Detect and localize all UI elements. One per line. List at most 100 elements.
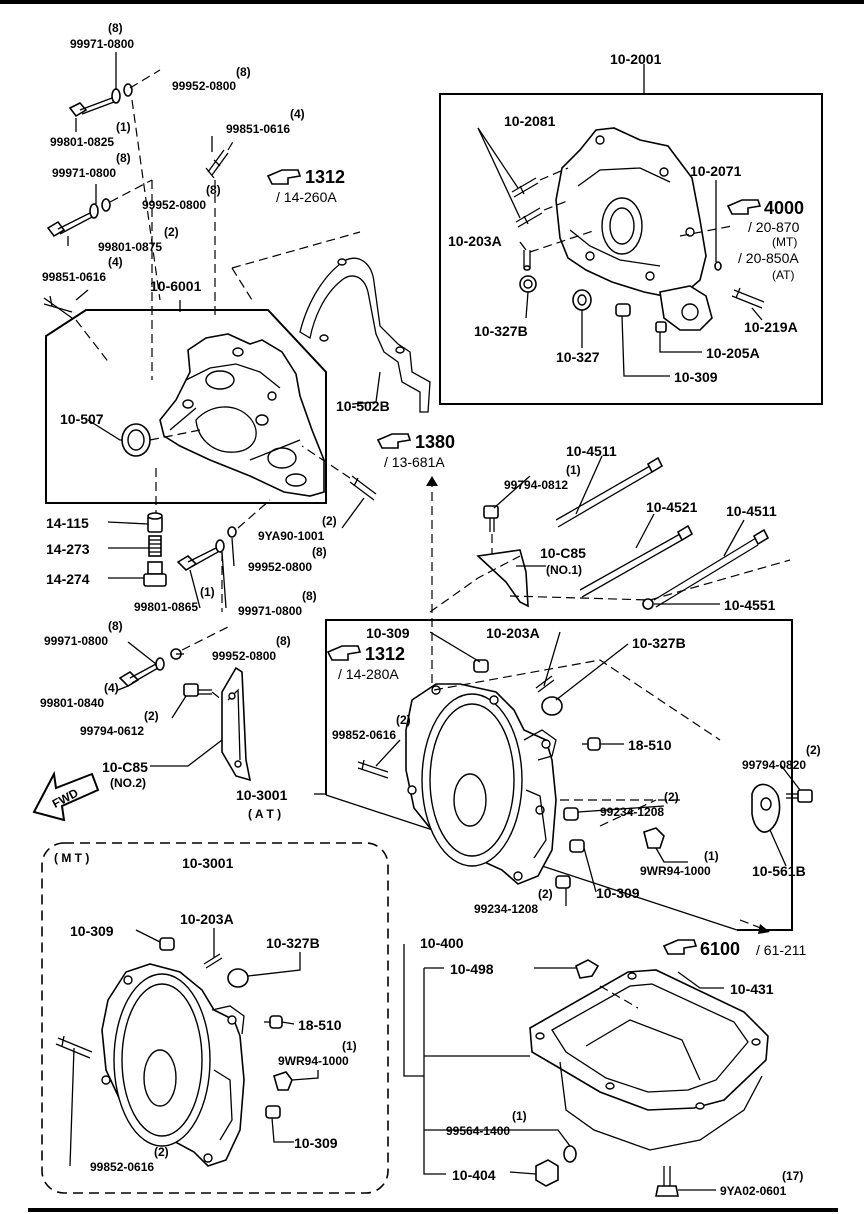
part-number-label: 10-502B: [336, 398, 390, 414]
qty-label: (4): [290, 107, 305, 121]
hand-pointer-icon: [326, 645, 362, 661]
part-number-label: 99952-0800: [212, 649, 276, 663]
part-number-label: 10-203A: [180, 911, 234, 927]
front-cover-10-6001: [159, 333, 325, 497]
part-number-label: 99971-0800: [238, 604, 302, 618]
qty-label: (2): [538, 887, 553, 901]
part-number-label: 99794-0612: [80, 724, 144, 738]
ref-1312-b: 1312 / 14-280A: [326, 644, 405, 682]
qty-label: (2): [164, 225, 179, 239]
leader-lines: [67, 52, 801, 1191]
ref-6100-num: 6100: [700, 939, 740, 959]
qty-label: (1): [200, 585, 215, 599]
valve-18-510-b: [264, 1015, 283, 1029]
ref-6100-sub: / 61-211: [756, 942, 807, 958]
part-number-label: 10-4521: [646, 499, 698, 515]
part-number-label: 10-561B: [752, 863, 806, 879]
stud-9YA90-1001: [349, 475, 377, 501]
washer-10-4551: [642, 598, 654, 610]
part-number-label: 10-4551: [724, 597, 776, 613]
part-number-label: 10-203A: [486, 625, 540, 641]
part-number-label: 10-2081: [504, 113, 556, 129]
dash-top-2: [131, 99, 161, 301]
part-number-label: 10-205A: [706, 345, 760, 361]
part-number-label: 10-327B: [474, 323, 528, 339]
qty-label: (2): [322, 514, 337, 528]
front-housing-at-box: [325, 619, 793, 931]
gasket-hole-2: [395, 346, 405, 354]
part-number-label: (NO.2): [110, 776, 146, 790]
ref-4000-sub1: / 20-870: [748, 219, 800, 235]
bolt-99801-0825: [68, 97, 115, 118]
part-number-label: 10-309: [294, 1135, 338, 1151]
qty-label: (8): [312, 545, 327, 559]
bolt-99801-0840: [118, 663, 159, 688]
part-number-label: 99851-0616: [226, 122, 290, 136]
ref-1312-a-sub: / 14-260A: [276, 189, 337, 205]
part-labels: (8) 99971-0800 (8) 99952-0800 (1) 99801-…: [40, 21, 821, 1198]
dowel-10-309-c: [569, 839, 585, 853]
bushing-10-327-a: [572, 289, 592, 311]
plunger-14-115: [147, 512, 163, 533]
part-number-label: 14-115: [46, 515, 89, 531]
bushing-10-327B-a: [519, 275, 537, 293]
dash-9ya90: [301, 445, 351, 479]
part-number-label: 10-498: [450, 961, 494, 977]
part-number-label: 9YA02-0601: [720, 1184, 787, 1198]
front-cover-box: [45, 309, 327, 504]
qty-label: (4): [104, 681, 119, 695]
part-number-label: 10-6001: [150, 278, 202, 294]
qty-label: (1): [704, 849, 719, 863]
tension-bolt-10-4521: [579, 524, 694, 598]
part-number-label: 99801-0865: [134, 600, 198, 614]
part-number-label: 99851-0616: [42, 270, 106, 284]
dash-c85-2: [211, 691, 223, 701]
cover-10-C85-no2: [221, 666, 252, 782]
ref-1312-b-sub: / 14-280A: [338, 666, 399, 682]
spring-14-273: [148, 535, 162, 557]
part-number-label: 99801-0875: [98, 240, 162, 254]
washer-99564-1400: [563, 1145, 577, 1163]
qty-label: (4): [108, 255, 123, 269]
part-number-label: 99801-0840: [40, 696, 104, 710]
ref-1312-a-num: 1312: [305, 167, 345, 187]
qty-label: (8): [108, 21, 123, 35]
dash-top-1: [129, 69, 161, 89]
dowel-10-203A-b: [535, 675, 555, 693]
dash-at-1: [433, 659, 721, 741]
qty-label: (1): [342, 1039, 357, 1053]
front-housing-10-3001-at: [405, 683, 557, 885]
washer-99952-0800-a: [123, 83, 133, 97]
ref-4000: 4000 / 20-870 (MT) / 20-850A (AT): [726, 198, 804, 282]
part-number-label: 9WR94-1000: [640, 864, 711, 878]
dash-4000: [679, 225, 733, 237]
ref-4000-at: (AT): [772, 268, 794, 282]
qty-label: (8): [116, 151, 131, 165]
stud-10-219A: [731, 287, 765, 309]
qty-label: (2): [806, 743, 821, 757]
part-number-label: 14-273: [46, 541, 90, 557]
ref-6100: 6100 / 61-211: [662, 939, 807, 959]
dowel-99234-1208-a: [563, 807, 579, 821]
ref-1380-sub: / 13-681A: [384, 454, 445, 470]
dowel-10-309-e: [265, 1105, 281, 1119]
part-number-label: 10-327B: [266, 935, 320, 951]
part-number-label: 99564-1400: [446, 1124, 510, 1138]
washer-99971-0800-b: [89, 203, 99, 219]
stud-10-2081-b: [515, 207, 543, 228]
arrow-6100: [758, 924, 770, 934]
dowel-10-309-b: [473, 659, 489, 673]
dash-498: [599, 985, 639, 1009]
part-number-label: 18-510: [628, 737, 672, 753]
oil-pan-10-431: [529, 969, 769, 1151]
ref-1312-a: 1312 / 14-260A: [266, 167, 345, 205]
washer-99971-0800-c: [215, 539, 225, 553]
dowel-99234-1208-b: [555, 875, 571, 889]
qty-label: (2): [144, 709, 159, 723]
ref-1380: 1380 / 13-681A: [376, 432, 455, 470]
qty-label: (8): [276, 634, 291, 648]
part-number-label: 99234-1208: [600, 805, 664, 819]
gasket-10-502B: [299, 257, 431, 413]
dash-2081-b: [543, 199, 571, 211]
ref-1312-b-num: 1312: [365, 644, 405, 664]
